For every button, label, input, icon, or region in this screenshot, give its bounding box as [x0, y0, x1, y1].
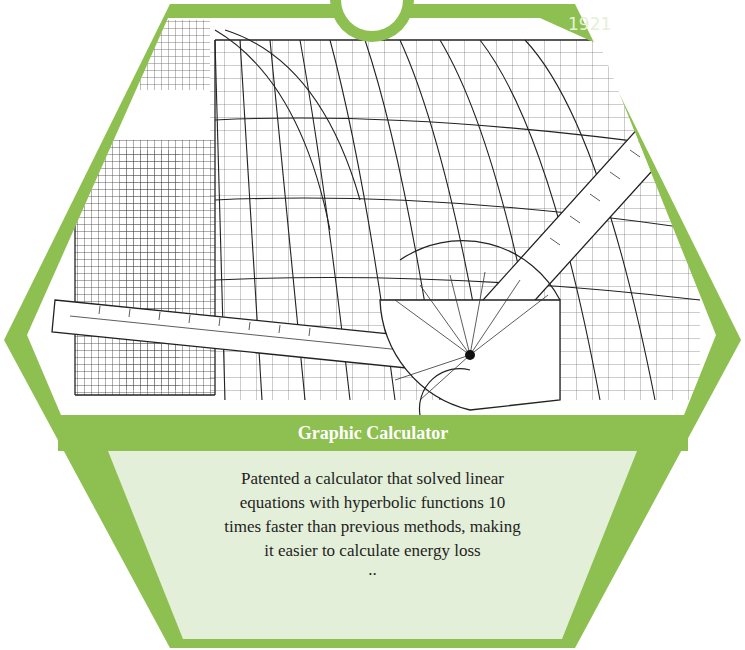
text-column: Patented a calculator that solved linear…: [223, 467, 523, 577]
year-label: 1921: [568, 14, 611, 34]
description-box: Patented a calculator that solved linear…: [100, 451, 645, 641]
continuation-mark: ..: [223, 563, 523, 577]
box-fill: [108, 451, 637, 639]
hexagon-shape: [4, 4, 741, 648]
description-text: Patented a calculator that solved linear…: [223, 467, 523, 563]
title-band: Graphic Calculator: [58, 415, 688, 451]
card-title: Graphic Calculator: [298, 423, 449, 444]
